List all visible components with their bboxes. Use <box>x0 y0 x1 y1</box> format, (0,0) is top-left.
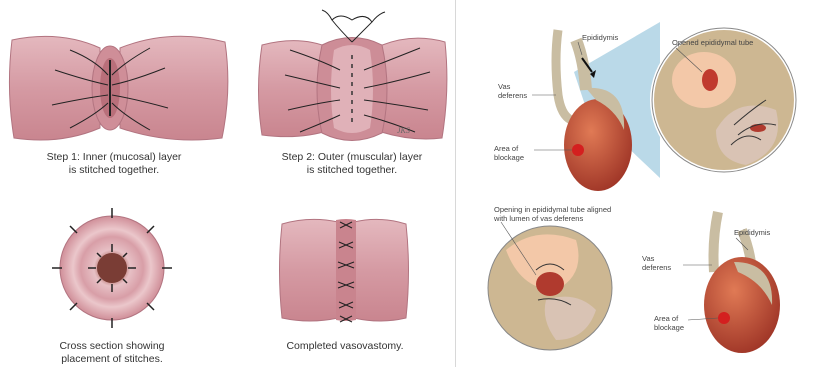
epididymis-label-bottom: Epididymis <box>734 228 770 237</box>
vasovasostomy-panel: JKS <box>0 0 456 367</box>
cross-section-illustration <box>52 208 172 328</box>
vas-deferens-label-top-line2: deferens <box>498 91 527 100</box>
opened-tube-label: Opened epididymal tube <box>672 38 753 47</box>
step1-caption-line2: is stitched together. <box>14 164 214 177</box>
completed-illustration <box>280 219 409 322</box>
vas-deferens-label-bottom-line1: Vas <box>642 254 671 263</box>
signature: JKS <box>397 126 410 135</box>
step2-caption: Step 2: Outer (muscular) layer is stitch… <box>252 151 452 177</box>
epididymovasostomy-illustration <box>466 0 830 367</box>
cross-section-caption: Cross section showing placement of stitc… <box>12 340 212 366</box>
epididymovasostomy-panel: Vas deferens Epididymis Opened epididyma… <box>466 0 830 367</box>
completed-caption: Completed vasovastomy. <box>245 340 445 353</box>
opening-aligned-label-line2: with lumen of vas deferens <box>494 214 611 223</box>
top-diagram <box>556 22 796 191</box>
vas-deferens-label-top: Vas deferens <box>498 82 527 100</box>
bottom-zoom-diagram <box>488 226 612 350</box>
vas-deferens-label-top-line1: Vas <box>498 82 527 91</box>
step2-illustration <box>259 10 447 141</box>
blockage-label-top: Area of blockage <box>494 144 524 162</box>
cross-section-caption-line1: Cross section showing <box>12 340 212 353</box>
blockage-label-bottom: Area of blockage <box>654 314 684 332</box>
blockage-label-bottom-line2: blockage <box>654 323 684 332</box>
step1-caption-line1: Step 1: Inner (mucosal) layer <box>14 151 214 164</box>
blockage-label-top-line2: blockage <box>494 153 524 162</box>
cross-section-caption-line2: placement of stitches. <box>12 353 212 366</box>
epididymis-label-top: Epididymis <box>582 33 618 42</box>
step1-illustration <box>9 36 227 140</box>
step2-caption-line1: Step 2: Outer (muscular) layer <box>252 151 452 164</box>
step2-caption-line2: is stitched together. <box>252 164 452 177</box>
blockage-label-top-line1: Area of <box>494 144 524 153</box>
vas-deferens-label-bottom-line2: deferens <box>642 263 671 272</box>
opening-aligned-label-line1: Opening in epididymal tube aligned <box>494 205 611 214</box>
vas-deferens-label-bottom: Vas deferens <box>642 254 671 272</box>
vasovasostomy-illustration: JKS <box>0 0 455 367</box>
opening-aligned-label: Opening in epididymal tube aligned with … <box>494 205 611 223</box>
completed-caption-line1: Completed vasovastomy. <box>245 340 445 353</box>
blockage-label-bottom-line1: Area of <box>654 314 684 323</box>
step1-caption: Step 1: Inner (mucosal) layer is stitche… <box>14 151 214 177</box>
